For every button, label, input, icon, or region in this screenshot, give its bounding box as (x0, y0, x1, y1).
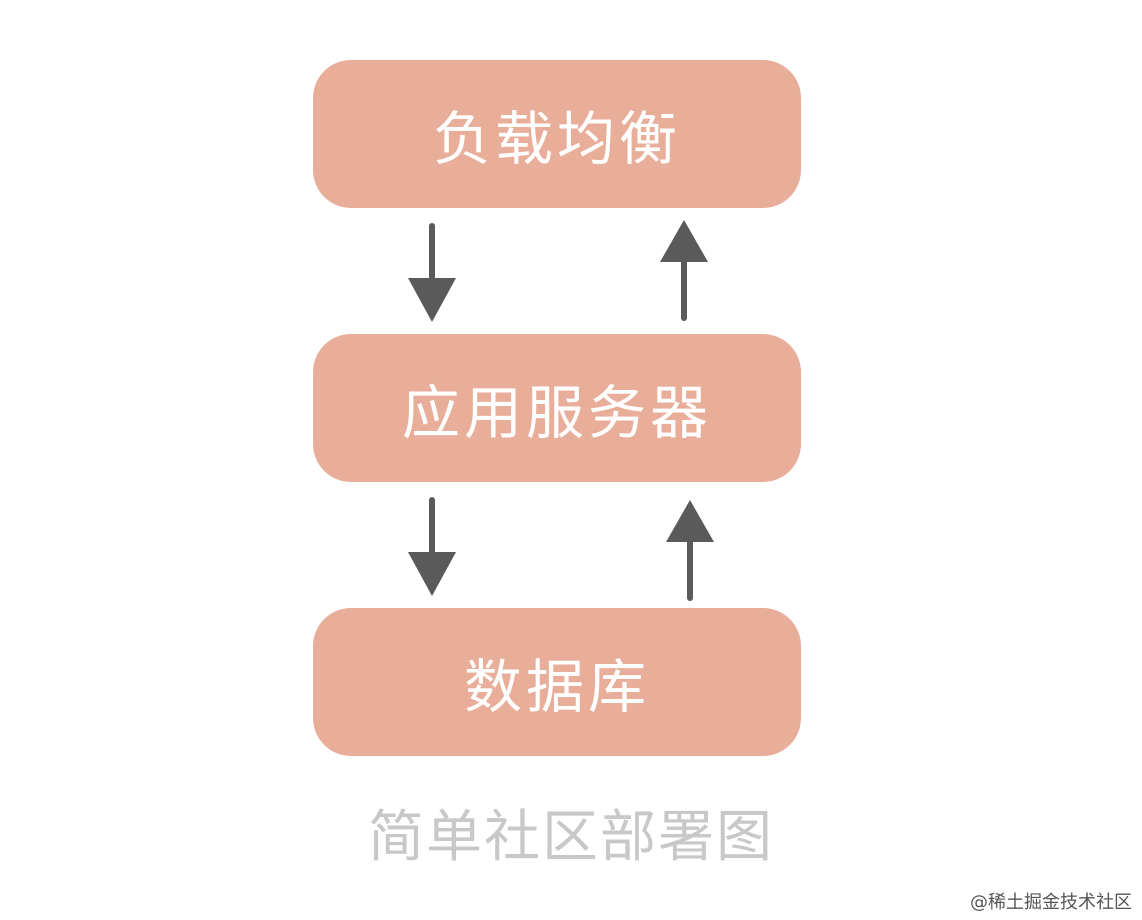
watermark: @稀土掘金技术社区 (970, 892, 1132, 913)
arrow-down-app-to-db (408, 497, 456, 596)
arrow-down-lb-to-app (408, 223, 456, 322)
diagram-caption: 简单社区部署图 (368, 805, 774, 870)
database-label: 数据库 (463, 653, 650, 721)
arrow-up-app-to-lb (660, 220, 708, 321)
load-balancer-node: 负载均衡 (313, 60, 801, 208)
arrow-up-db-to-app (666, 500, 714, 601)
load-balancer-label: 负载均衡 (432, 105, 681, 173)
app-server-label: 应用服务器 (401, 379, 712, 447)
app-server-node: 应用服务器 (313, 334, 801, 482)
database-node: 数据库 (313, 608, 801, 756)
